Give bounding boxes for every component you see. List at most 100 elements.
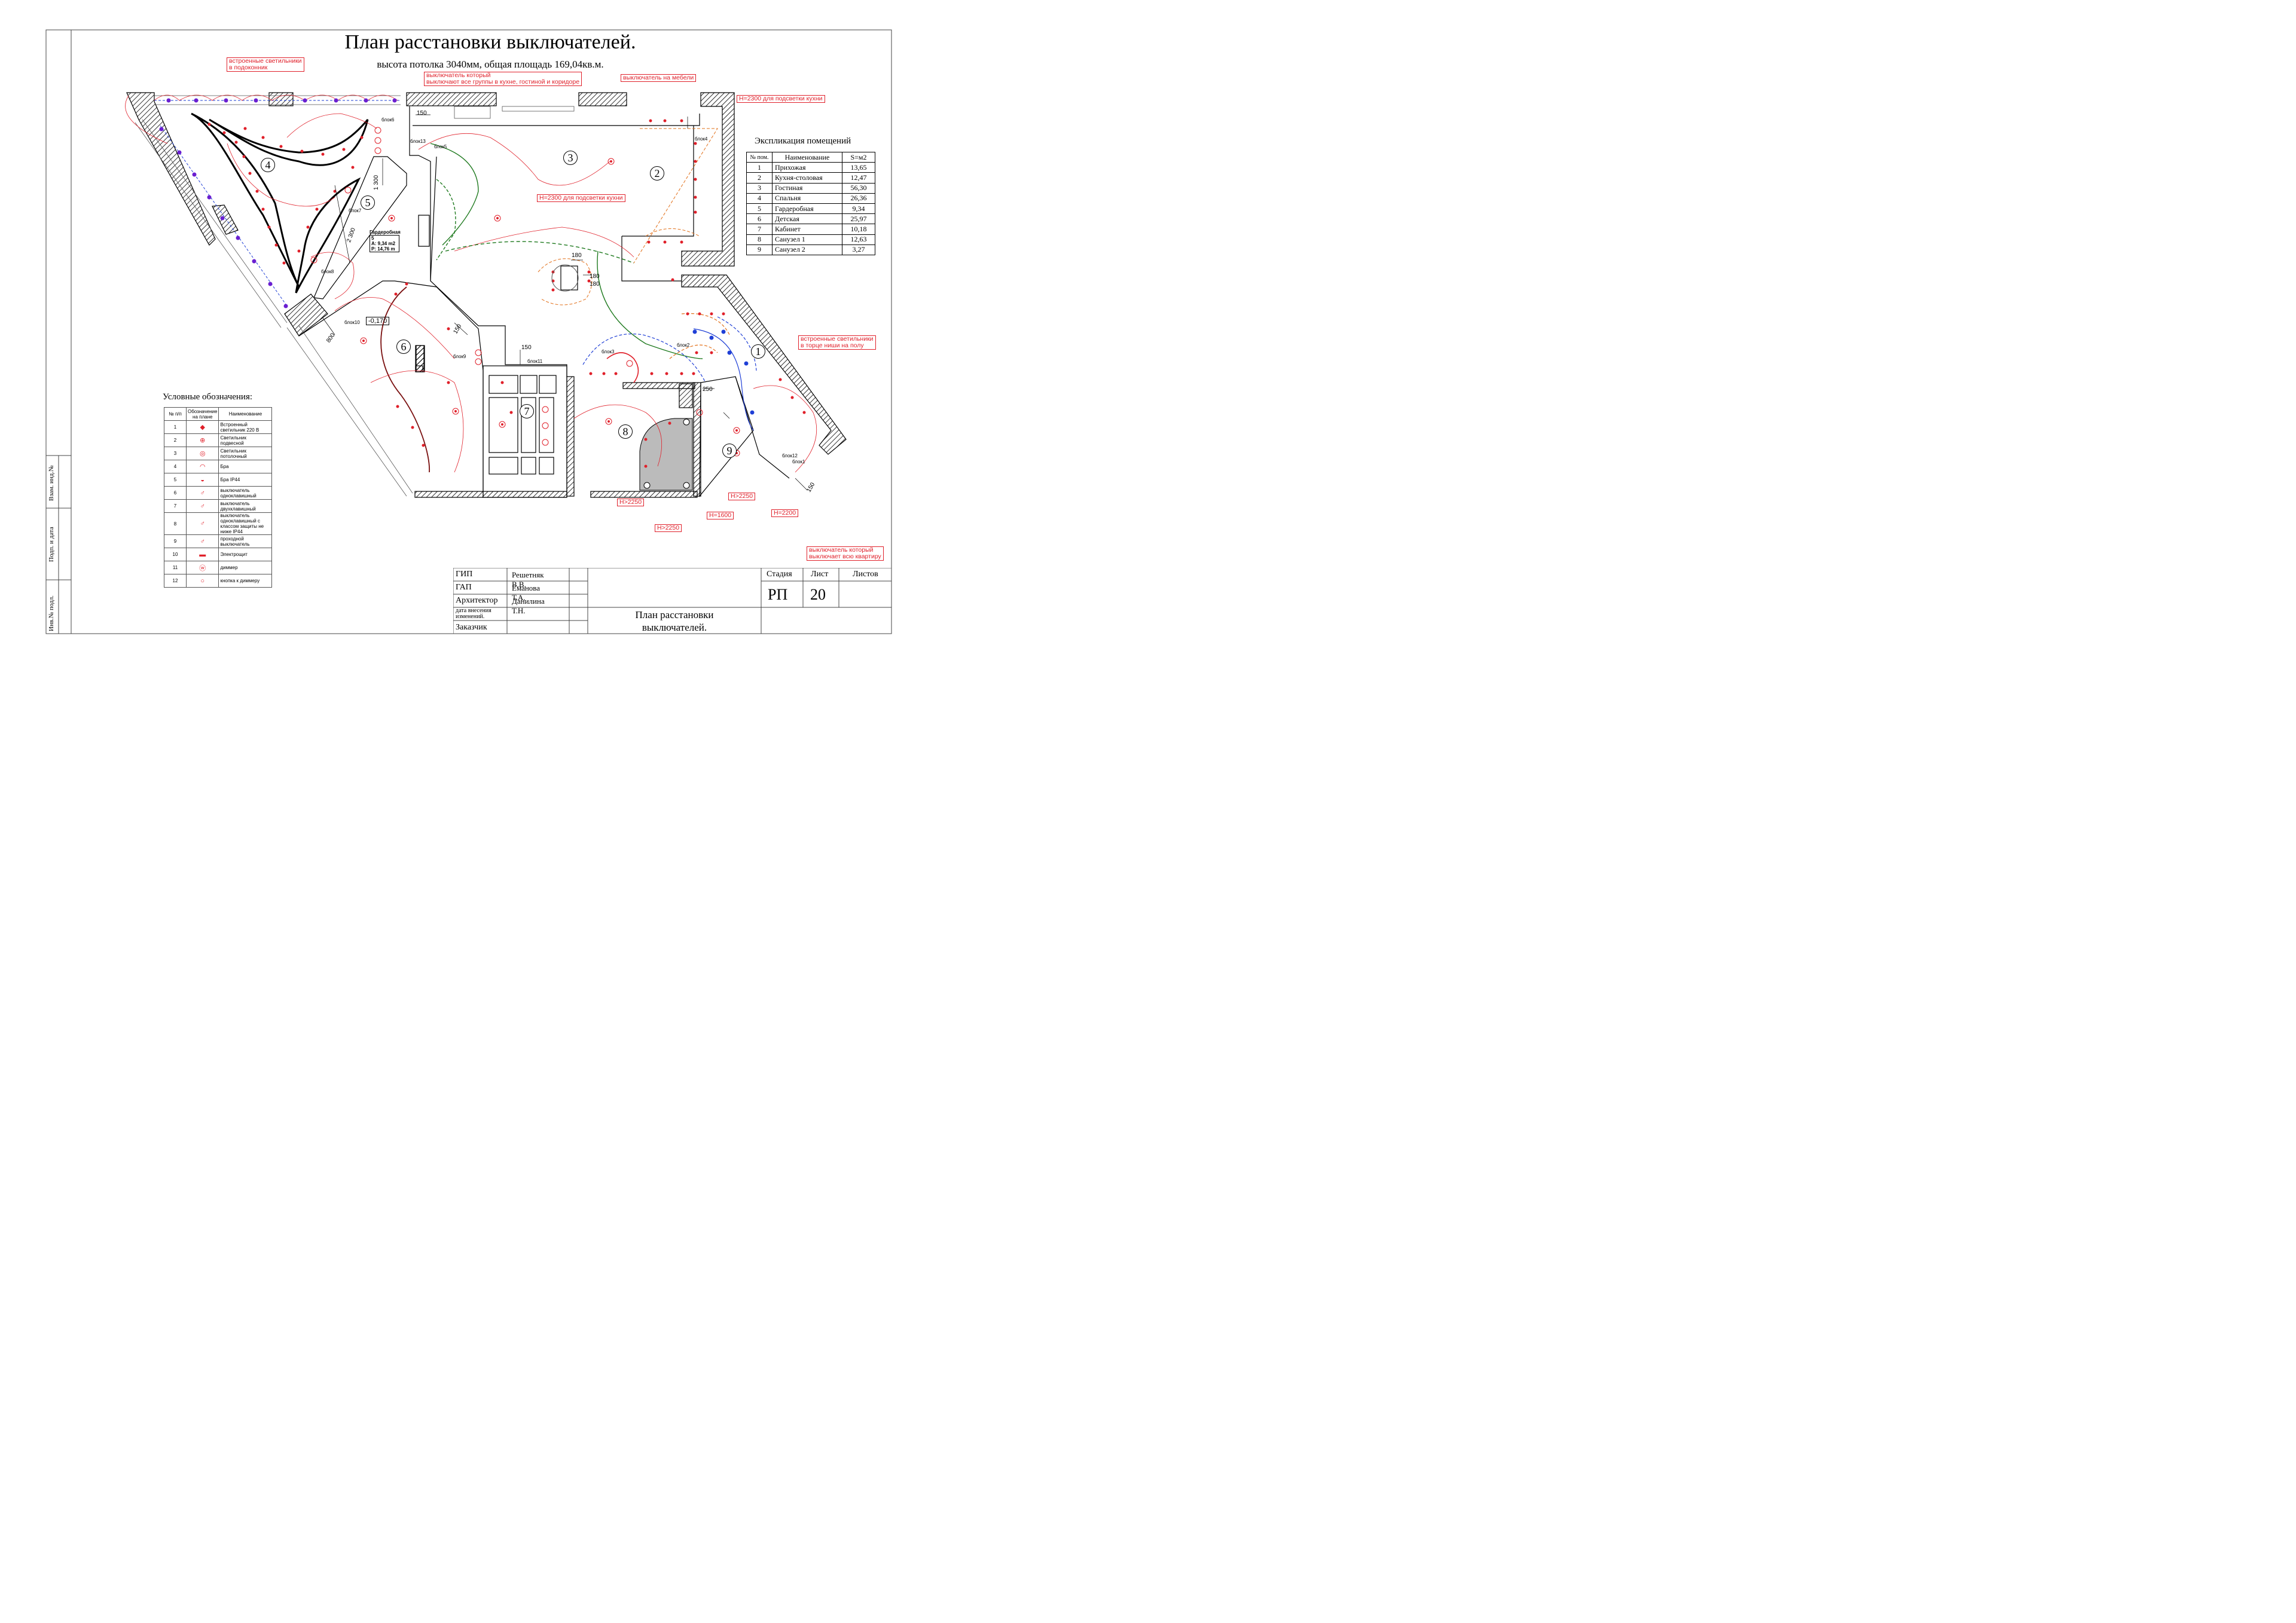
wire [430, 143, 479, 246]
wall [126, 92, 216, 246]
table-cell: 8 [164, 512, 187, 535]
wire [693, 328, 754, 431]
table-cell: 3,27 [842, 244, 875, 255]
table-row: 9♂проходной выключатель [164, 534, 273, 548]
wire [310, 252, 355, 299]
drawing-sheet: План расстановки выключателей. высота по… [0, 0, 933, 659]
child-room-object [416, 345, 425, 372]
block-label: блок13 [410, 139, 426, 144]
window-line [135, 122, 282, 328]
page-subtitle: высота потолка 3040мм, общая площадь 169… [377, 59, 604, 70]
annotation-height-1600: Н=1600 [707, 512, 734, 519]
window-line [298, 325, 413, 494]
fixtures-sill [159, 98, 397, 308]
wire [227, 143, 335, 207]
table-header-row: № п/п Обозначение на плане Наименование [164, 407, 273, 421]
table-cell: выключатель двухклавишный [218, 499, 273, 513]
annotation-main-switch: выключатель который выключают все группы… [424, 72, 582, 86]
walls [126, 92, 847, 498]
block-label: блок2 [677, 343, 690, 348]
window-sill [454, 106, 491, 119]
room-number: 7 [520, 404, 534, 418]
plan-drawing [45, 29, 892, 634]
side-label-inv: Взам. инд.№ [48, 465, 55, 501]
table-row: 7♂выключатель двухклавишный [164, 499, 273, 513]
column-header: S=м2 [842, 151, 875, 163]
wall [566, 376, 575, 497]
wire [633, 128, 718, 264]
table-cell: 5 [746, 203, 773, 215]
wiring [125, 94, 817, 473]
wire [334, 297, 455, 359]
wall [268, 92, 294, 106]
wire [606, 352, 639, 383]
wire [445, 241, 634, 264]
wire [286, 113, 377, 138]
dimension-label: 180 [572, 252, 582, 259]
dimension-label: 150 [417, 110, 427, 117]
level-mark: -0,170 [366, 317, 390, 325]
table-cell: 5 [164, 473, 187, 487]
wall-outline [313, 156, 407, 299]
gip-name: Решетняк В.В. [512, 570, 544, 589]
wardrobe-block [539, 375, 557, 394]
fixtures-ceiling [310, 127, 740, 457]
room-number: 6 [396, 340, 411, 354]
table-cell: 7 [746, 224, 773, 235]
table-cell: кнопка к диммеру [218, 574, 273, 588]
legend-symbol-icon: ♂ [185, 534, 219, 548]
column-header: Обозначение на плане [185, 407, 219, 421]
block-label: блок10 [344, 320, 360, 325]
wall [212, 204, 239, 235]
column-header: Наименование [772, 151, 842, 163]
table-cell: Бра [218, 460, 273, 473]
stage-label: Стадия [767, 570, 792, 579]
annotation-kitchen-height-2: Н=2300 для подсветки кухни [537, 194, 625, 202]
dimension-label: 250 [703, 386, 713, 393]
wire [154, 94, 398, 101]
block-label: блок12 [782, 453, 798, 459]
arch-name: Данилина Т.Н. [512, 597, 545, 615]
stage-value: РП [768, 586, 788, 603]
wardrobe-block [539, 397, 554, 453]
table-cell: 56,30 [842, 182, 875, 194]
shower-tray [639, 418, 693, 491]
annotation-sill-lights: встроенные светильники в подоконник [227, 57, 304, 72]
wire [645, 228, 700, 237]
table-row: 4◠Бра [164, 460, 273, 473]
legend-symbol-icon: ♂ [185, 486, 219, 500]
legend-symbol-icon: ◆ [185, 420, 219, 434]
table-cell: 3 [164, 447, 187, 460]
shower-fixture [683, 418, 690, 426]
sheet-label: Лист [811, 570, 829, 579]
table-cell: 4 [746, 192, 773, 204]
wall-outline [430, 156, 437, 282]
table-cell: проходной выключатель [218, 534, 273, 548]
fixtures-built-in [207, 119, 806, 468]
wall [406, 92, 497, 106]
table-cell: 3 [746, 182, 773, 194]
annotation-kitchen-height-1: Н=2300 для подсветки кухни [737, 95, 825, 103]
wall-outline [735, 376, 790, 479]
table-cell: 12,47 [842, 172, 875, 184]
block-label: блок8 [321, 269, 334, 274]
block-label: блок11 [527, 359, 543, 364]
annotation-niche-lights: встроенные светильники в торце ниши на п… [798, 335, 876, 350]
wall-outline [409, 106, 567, 377]
table-row: 8♂выключатель одноклавишный с классом за… [164, 512, 273, 535]
table-cell: Встроенный светильник 220 В [218, 420, 273, 434]
wardrobe-block [521, 457, 536, 475]
room-number: 1 [751, 344, 765, 359]
table-cell: 11 [164, 561, 187, 574]
table-cell: 7 [164, 499, 187, 513]
bedroom-ceiling-curve [295, 177, 361, 294]
annotation-height-2200: Н=2200 [771, 509, 799, 517]
legend-symbol-icon: ⓦ [185, 561, 219, 574]
fixtures-niche [692, 329, 755, 415]
dimension-label: 1 300 [373, 175, 380, 191]
